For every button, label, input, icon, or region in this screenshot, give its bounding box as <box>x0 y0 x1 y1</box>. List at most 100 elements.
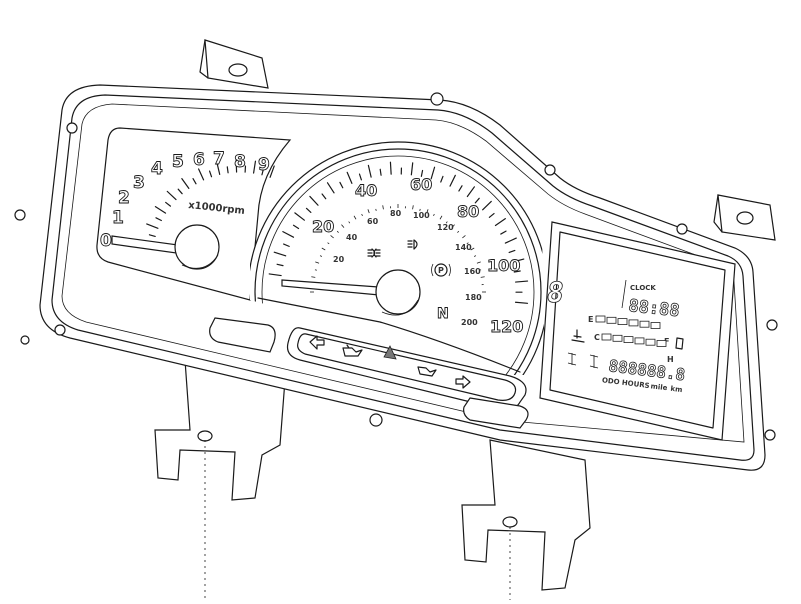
hours-label: HOURS <box>621 379 650 390</box>
speed-outer-tick <box>514 280 529 283</box>
speed-outer-label-100: 100 <box>487 256 520 275</box>
tach-tick <box>146 223 159 229</box>
fuel-gauge-bars <box>595 315 661 329</box>
speed-outer-tick <box>410 162 414 176</box>
oil-pressure-icon <box>342 344 363 357</box>
coolant-temp-icon <box>571 329 585 343</box>
fuel-bar-segment <box>650 322 661 329</box>
speed-inner-tick <box>367 209 370 214</box>
speed-inner-tick <box>336 230 339 233</box>
speed-inner-tick <box>439 215 443 220</box>
tach-tick <box>177 188 183 195</box>
speed-outer-label-120: 120 <box>490 317 523 336</box>
tach-tick <box>155 217 162 222</box>
speed-inner-tick <box>348 221 351 224</box>
tach-tick <box>192 177 197 185</box>
speed-outer-tick <box>292 224 300 230</box>
tach-label-5: 5 <box>172 152 184 172</box>
gear-digit: 8 <box>545 276 566 309</box>
temp-bar-segment <box>612 334 623 342</box>
tach-label-3: 3 <box>133 173 145 193</box>
temp-cold-label: C <box>594 333 600 342</box>
speed-outer-tick <box>488 212 495 218</box>
tachometer: 0 1 2 3 4 5 6 7 8 9 x1000rpm <box>96 127 292 301</box>
speed-inner-label-100: 100 <box>413 211 430 220</box>
fuel-bar-segment <box>595 315 606 323</box>
tach-tick <box>181 178 190 190</box>
speed-outer-tick <box>305 207 312 214</box>
speed-inner-tick <box>473 255 477 257</box>
clock-label: CLOCK <box>630 284 656 292</box>
speed-outer-tick <box>379 168 382 176</box>
tach-hub <box>174 224 220 270</box>
speed-outer-tick <box>282 231 295 238</box>
speed-hub <box>375 269 421 315</box>
speed-outer-tick <box>449 174 456 187</box>
speed-outer-tick <box>294 212 305 221</box>
speed-outer-tick <box>511 258 525 263</box>
speed-inner-tick <box>426 209 429 214</box>
speed-inner-tick <box>375 208 377 211</box>
fuel-pump-icon <box>675 337 684 350</box>
hazard-triangle-icon <box>383 345 397 360</box>
speed-outer-tick <box>273 251 287 257</box>
speed-inner-tick <box>470 247 475 251</box>
speed-outer-tick <box>513 270 521 273</box>
parking-brake-letter: P <box>438 266 444 275</box>
speed-inner-tick <box>319 255 323 257</box>
speed-outer-tick <box>500 230 507 235</box>
fuel-empty-label: E <box>588 315 593 324</box>
speed-outer-tick <box>346 171 353 184</box>
headlight-icon <box>407 239 418 250</box>
odo-label: ODO <box>601 376 620 386</box>
top-right-mounting-bracket <box>713 194 776 241</box>
km-label: km <box>670 385 683 394</box>
fuel-bar-segment <box>617 318 628 326</box>
speed-outer-label-40: 40 <box>355 181 377 200</box>
speed-inner-label-60: 60 <box>367 217 379 226</box>
tach-tick <box>261 168 265 176</box>
housing-screw-bosses <box>14 92 778 441</box>
tach-label-9: 9 <box>258 155 270 175</box>
speed-inner-tick <box>311 276 316 278</box>
speed-outer-tick <box>458 185 463 192</box>
fuel-bar-segment <box>606 316 617 324</box>
high-beam-icon <box>367 248 381 258</box>
tach-label-0: 0 <box>100 231 112 251</box>
tach-label-8: 8 <box>234 152 246 172</box>
tach-label-2: 2 <box>118 188 130 208</box>
bottom-right-mounting-bracket <box>461 439 591 600</box>
speed-outer-tick <box>514 301 529 304</box>
neutral-indicator: N <box>437 306 449 322</box>
temp-bar-segment <box>623 336 634 344</box>
temp-hot-label: H <box>667 355 674 364</box>
speed-inner-label-200: 200 <box>461 318 478 327</box>
speed-inner-label-160: 160 <box>464 267 481 276</box>
mile-label: mile <box>650 382 668 392</box>
speed-inner-tick <box>451 224 455 228</box>
speed-inner-label-120: 120 <box>437 223 454 232</box>
speed-inner-tick <box>382 205 384 210</box>
tach-tick <box>166 190 177 201</box>
speed-outer-label-80: 80 <box>457 202 479 221</box>
speed-inner-tick <box>361 213 363 217</box>
temp-bar-segment <box>645 338 656 346</box>
speed-outer-tick <box>430 166 436 180</box>
fuel-full-label: F <box>664 337 669 346</box>
speed-inner-tick <box>462 235 466 239</box>
speed-inner-tick <box>457 230 460 233</box>
right-turn-arrow-icon <box>455 375 471 389</box>
speed-inner-label-80: 80 <box>390 209 402 218</box>
speed-inner-tick <box>314 269 317 271</box>
speed-inner-tick <box>315 261 320 264</box>
speed-outer-tick <box>482 200 492 211</box>
speed-outer-tick <box>389 161 392 175</box>
speed-outer-tick <box>466 186 476 198</box>
bottom-left-mounting-bracket <box>154 359 286 600</box>
speed-outer-tick <box>326 182 335 194</box>
oil-level-icon <box>417 366 437 377</box>
speed-outer-tick <box>474 197 480 204</box>
speed-inner-tick <box>330 235 334 239</box>
speed-inner-tick <box>445 221 448 224</box>
tach-tick <box>216 162 221 175</box>
